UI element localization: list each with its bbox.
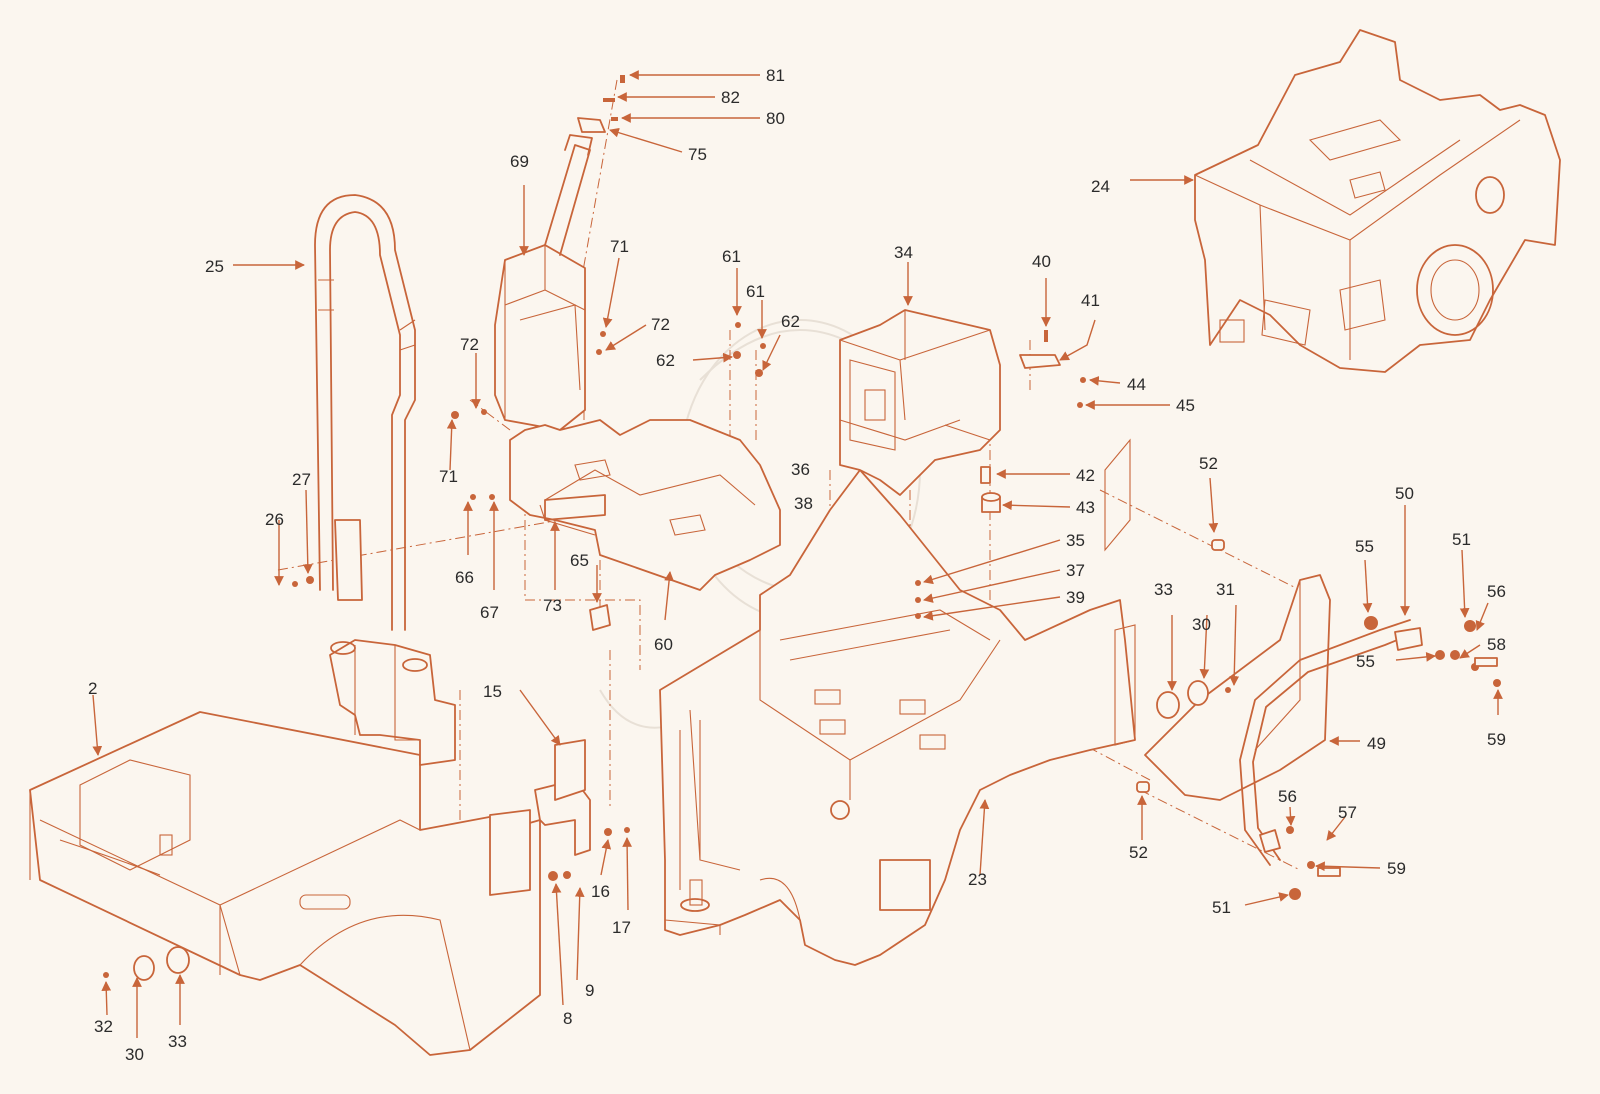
callout-62: 62 bbox=[656, 351, 675, 370]
callout-42: 42 bbox=[1076, 466, 1095, 485]
callout-72: 72 bbox=[460, 335, 479, 354]
callout-52: 52 bbox=[1129, 843, 1148, 862]
callout-15: 15 bbox=[483, 682, 502, 701]
callout-26: 26 bbox=[265, 510, 284, 529]
callout-56: 56 bbox=[1278, 787, 1297, 806]
callout-75: 75 bbox=[688, 145, 707, 164]
callout-52: 52 bbox=[1199, 454, 1218, 473]
callout-55: 55 bbox=[1356, 652, 1375, 671]
callout-40: 40 bbox=[1032, 252, 1051, 271]
callout-36: 36 bbox=[791, 460, 810, 479]
callout-61: 61 bbox=[746, 282, 765, 301]
callout-66: 66 bbox=[455, 568, 474, 587]
callout-2: 2 bbox=[88, 679, 97, 698]
callout-56: 56 bbox=[1487, 582, 1506, 601]
callout-61: 61 bbox=[722, 247, 741, 266]
callout-43: 43 bbox=[1076, 498, 1095, 517]
callout-62: 62 bbox=[781, 312, 800, 331]
callout-33: 33 bbox=[168, 1032, 187, 1051]
callout-34: 34 bbox=[894, 243, 913, 262]
callout-60: 60 bbox=[654, 635, 673, 654]
callout-81: 81 bbox=[766, 66, 785, 85]
callout-69: 69 bbox=[510, 152, 529, 171]
part-60-dash-panel bbox=[509, 419, 781, 631]
part-23-main-frame bbox=[659, 438, 1136, 966]
callout-33: 33 bbox=[1154, 580, 1173, 599]
callout-labels: 81 82 80 75 69 71 72 72 71 25 27 26 66 6… bbox=[88, 66, 1506, 1064]
callout-73: 73 bbox=[543, 596, 562, 615]
callout-80: 80 bbox=[766, 109, 785, 128]
part-34-seat-box bbox=[839, 309, 1001, 496]
part-2-front-frame bbox=[29, 711, 541, 1056]
leader-lines bbox=[92, 70, 1503, 1038]
callout-59: 59 bbox=[1487, 730, 1506, 749]
callout-24: 24 bbox=[1091, 177, 1110, 196]
callout-31: 31 bbox=[1216, 580, 1235, 599]
callout-65: 65 bbox=[570, 551, 589, 570]
part-49-rear-guard bbox=[1144, 574, 1331, 801]
callout-30: 30 bbox=[1192, 615, 1211, 634]
callout-32: 32 bbox=[94, 1017, 113, 1036]
callout-30: 30 bbox=[125, 1045, 144, 1064]
callout-38: 38 bbox=[794, 494, 813, 513]
callout-44: 44 bbox=[1127, 375, 1146, 394]
callout-57: 57 bbox=[1338, 803, 1357, 822]
callout-82: 82 bbox=[721, 88, 740, 107]
callout-58: 58 bbox=[1487, 635, 1506, 654]
callout-71: 71 bbox=[610, 237, 629, 256]
callout-67: 67 bbox=[480, 603, 499, 622]
callout-25: 25 bbox=[205, 257, 224, 276]
callout-49: 49 bbox=[1367, 734, 1386, 753]
callout-16: 16 bbox=[591, 882, 610, 901]
callout-50: 50 bbox=[1395, 484, 1414, 503]
part-50-rear-rail bbox=[1239, 619, 1423, 866]
part-25-grab-handle bbox=[314, 194, 416, 631]
part-24-rear-frame bbox=[1194, 29, 1561, 373]
callout-72: 72 bbox=[651, 315, 670, 334]
callout-27: 27 bbox=[292, 470, 311, 489]
callout-71: 71 bbox=[439, 467, 458, 486]
callout-59: 59 bbox=[1387, 859, 1406, 878]
mount-pieces bbox=[133, 466, 1225, 981]
callout-41: 41 bbox=[1081, 291, 1100, 310]
callout-51: 51 bbox=[1452, 530, 1471, 549]
callout-9: 9 bbox=[585, 981, 594, 1000]
callout-35: 35 bbox=[1066, 531, 1085, 550]
part-15-bracket bbox=[329, 639, 591, 896]
small-hardware bbox=[103, 75, 1501, 978]
callout-51: 51 bbox=[1212, 898, 1231, 917]
callout-23: 23 bbox=[968, 870, 987, 889]
callout-45: 45 bbox=[1176, 396, 1195, 415]
callout-37: 37 bbox=[1066, 561, 1085, 580]
callout-39: 39 bbox=[1066, 588, 1085, 607]
callout-17: 17 bbox=[612, 918, 631, 937]
callout-55: 55 bbox=[1355, 537, 1374, 556]
callout-8: 8 bbox=[563, 1009, 572, 1028]
